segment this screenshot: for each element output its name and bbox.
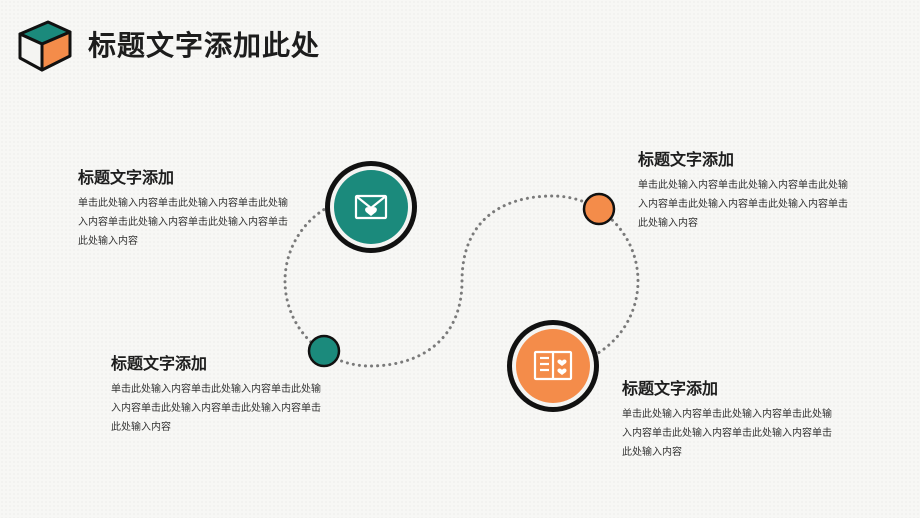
text-block-2: 标题文字添加 单击此处输入内容单击此处输入内容单击此处输入内容单击此处输入内容单… — [111, 350, 321, 437]
text-block-4: 标题文字添加 单击此处输入内容单击此处输入内容单击此处输入内容单击此处输入内容单… — [622, 375, 832, 462]
cube-icon — [18, 20, 72, 72]
block-text: 单击此处输入内容单击此处输入内容单击此处输入内容单击此处输入内容单击此处输入内容… — [638, 180, 848, 229]
text-block-1: 标题文字添加 单击此处输入内容单击此处输入内容单击此处输入内容单击此处输入内容单… — [78, 164, 288, 251]
block-title: 标题文字添加 — [111, 354, 208, 373]
small-node-teal — [307, 334, 341, 368]
block-text: 单击此处输入内容单击此处输入内容单击此处输入内容单击此处输入内容单击此处输入内容… — [111, 384, 321, 433]
page-title: 标题文字添加此处 — [88, 29, 321, 62]
small-node-orange — [582, 192, 616, 226]
block-title: 标题文字添加 — [638, 150, 735, 169]
block-title: 标题文字添加 — [622, 379, 719, 398]
block-text: 单击此处输入内容单击此处输入内容单击此处输入内容单击此处输入内容单击此处输入内容… — [622, 409, 832, 458]
envelope-icon — [354, 194, 388, 220]
text-block-3: 标题文字添加 单击此处输入内容单击此处输入内容单击此处输入内容单击此处输入内容单… — [638, 146, 848, 233]
dotted-connector — [283, 194, 640, 368]
book-icon — [533, 350, 573, 381]
block-title: 标题文字添加 — [78, 168, 175, 187]
block-text: 单击此处输入内容单击此处输入内容单击此处输入内容单击此处输入内容单击此处输入内容… — [78, 198, 288, 247]
large-node-teal — [325, 161, 417, 253]
large-node-orange — [507, 320, 599, 412]
